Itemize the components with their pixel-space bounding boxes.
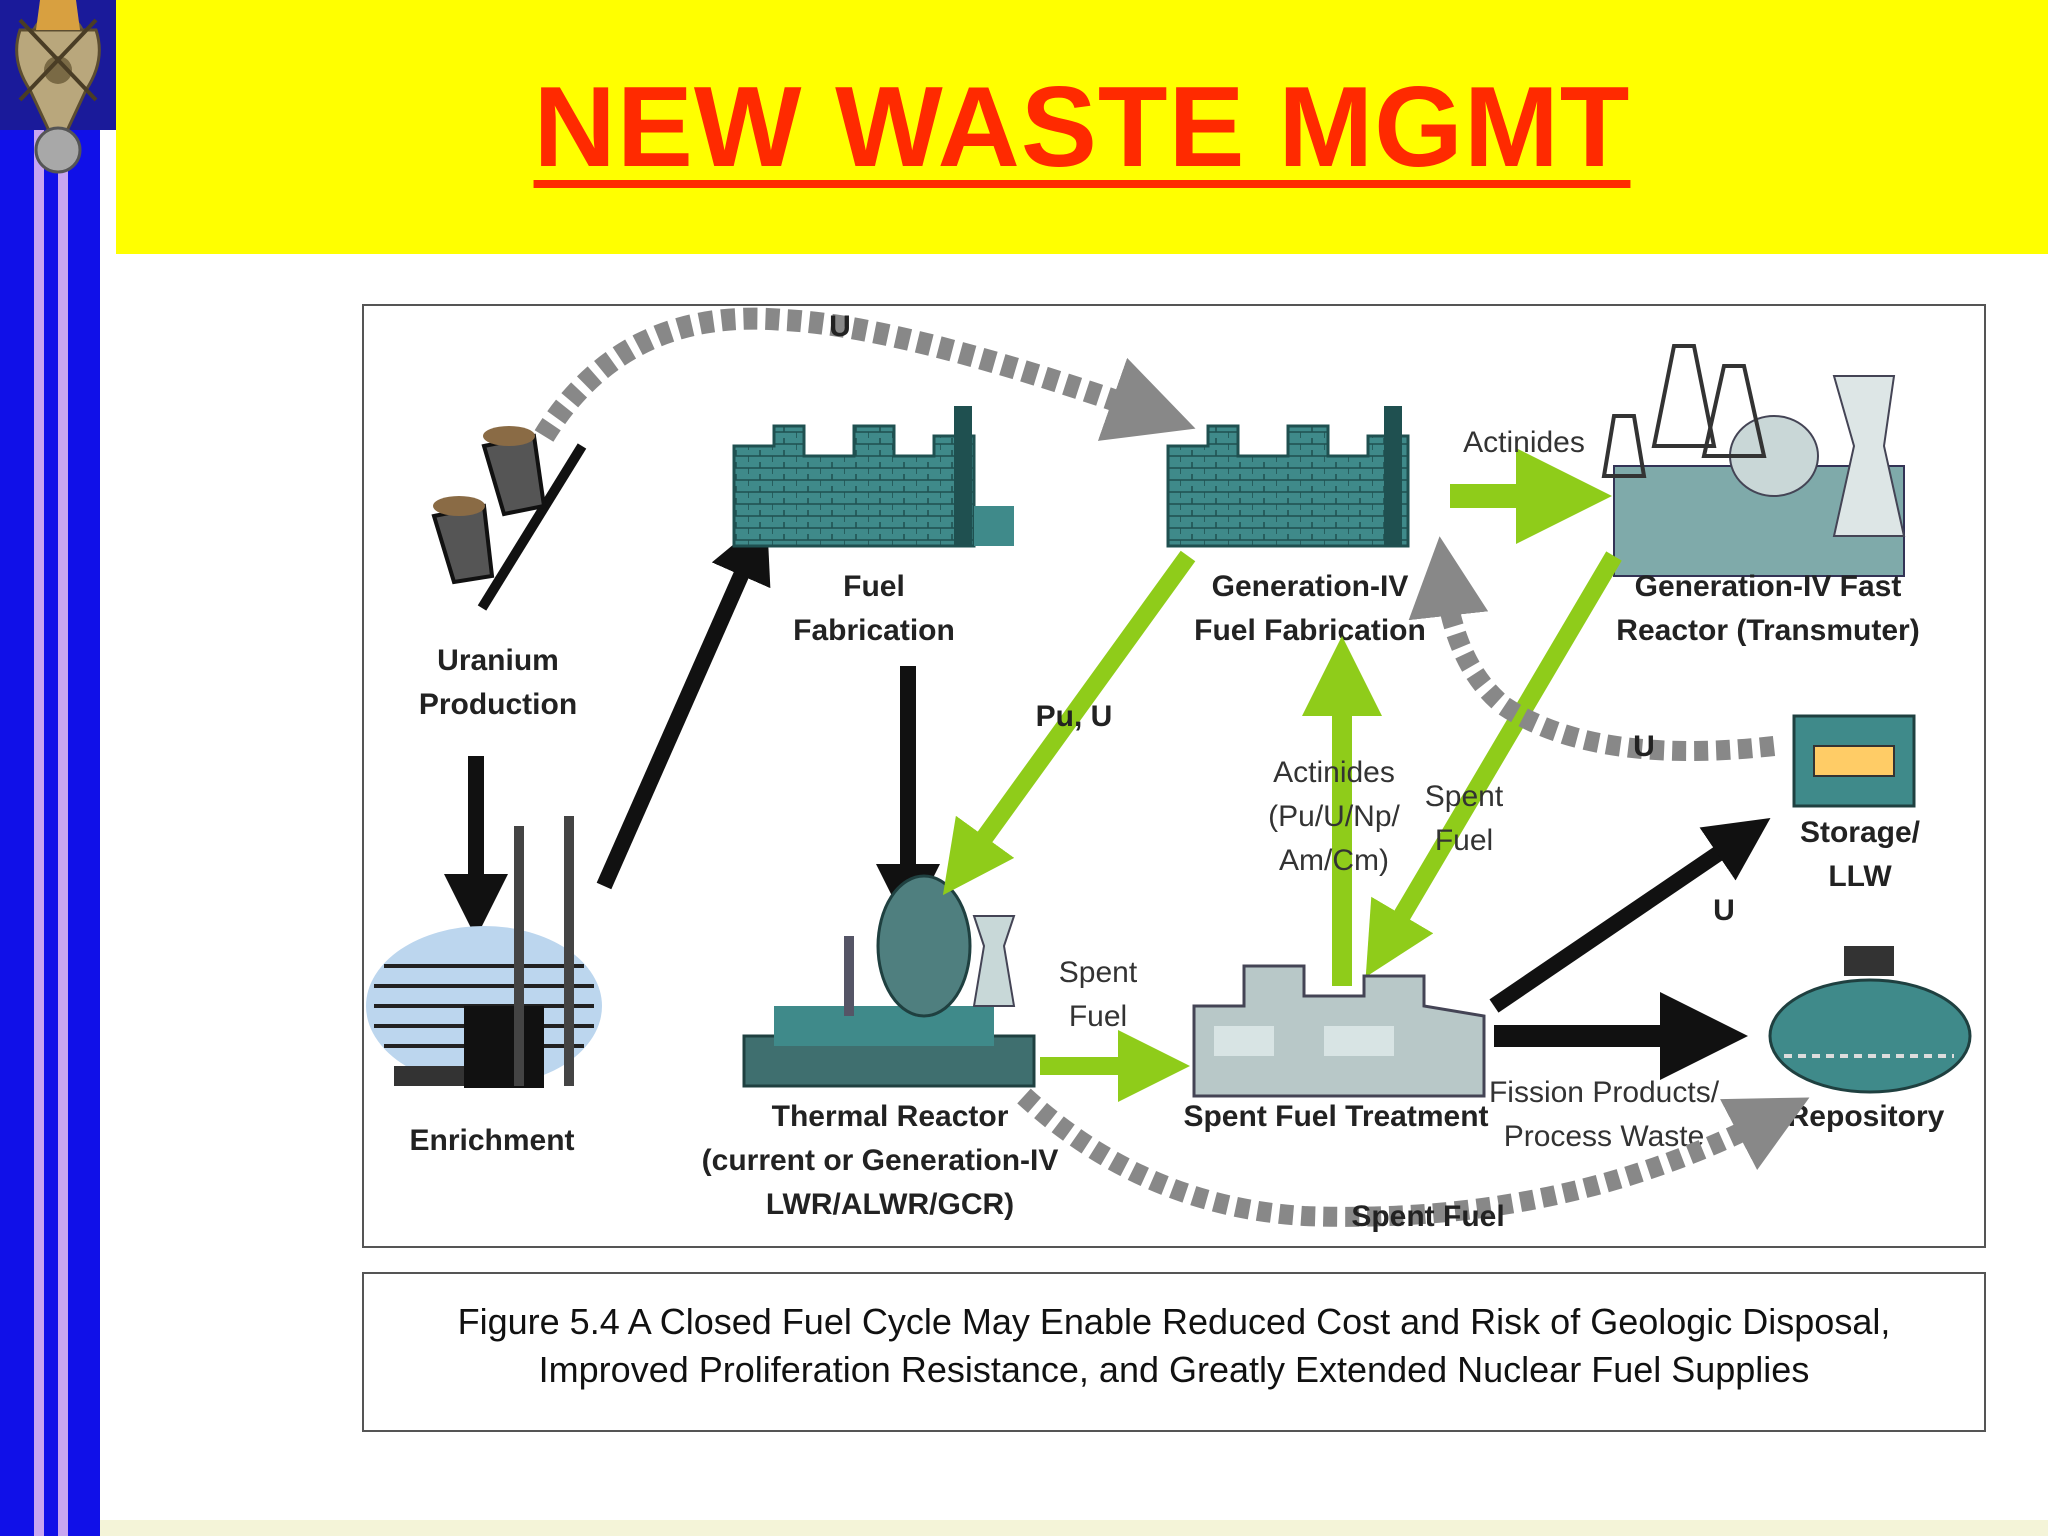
fast-reactor-icon [1601, 344, 1906, 577]
flow-label-spent-thermal-2: Fuel [1069, 1000, 1127, 1033]
flow-label-u-top: U [829, 310, 851, 343]
storage-icon [1792, 714, 1916, 808]
label-fast-line1: Generation-IV Fast [1635, 570, 1902, 603]
u-flow-arrow-top [534, 307, 1196, 442]
label-fuel-line2: Fabrication [793, 614, 955, 647]
thermal-reactor-icon [742, 874, 1036, 1088]
bottom-bar [100, 1520, 2048, 1536]
label-thermal-line1: Thermal Reactor [772, 1100, 1009, 1133]
label-thermal-line2: (current or Generation-IV [702, 1144, 1059, 1177]
crest-logo [0, 0, 116, 174]
enrichment-plant-icon [366, 816, 602, 1088]
flow-label-spent-mid-2: Fuel [1435, 824, 1493, 857]
flow-label-spent-mid-1: Spent [1425, 780, 1504, 813]
flow-label-actinides-mid-2: (Pu/U/Np/ [1268, 800, 1400, 833]
u-flow-arrow-right [1408, 536, 1776, 761]
flow-label-fission-2: Process Waste [1504, 1120, 1705, 1153]
mine-icon [431, 426, 587, 611]
flow-label-u-right: U [1633, 730, 1655, 763]
gen4-fuel-fabrication-building [1166, 406, 1410, 548]
arrow-gen4fab-to-reactor [942, 550, 1196, 896]
label-storage-line2: LLW [1828, 860, 1892, 893]
fuel-fabrication-building [732, 406, 1014, 548]
flow-label-fission-1: Fission Products/ [1489, 1076, 1720, 1109]
left-stripe [34, 0, 44, 1536]
left-side-bar [0, 0, 100, 1536]
flow-label-pu-u: Pu, U [1036, 700, 1113, 733]
title-banner [116, 0, 2048, 254]
spent-fuel-arrow-bottom [1017, 1088, 1810, 1227]
arrow-treatment-to-storage [1489, 818, 1771, 1013]
label-fast-line2: Reactor (Transmuter) [1616, 614, 1919, 647]
spent-fuel-treatment-icon [1192, 964, 1486, 1098]
label-thermal-line3: LWR/ALWR/GCR) [766, 1188, 1014, 1221]
left-stripe [58, 0, 68, 1536]
flow-label-spent-thermal-1: Spent [1059, 956, 1138, 989]
flow-label-actinides-mid-3: Am/Cm) [1279, 844, 1389, 877]
figure-caption: Figure 5.4 A Closed Fuel Cycle May Enabl… [364, 1298, 1984, 1394]
label-uranium-line1: Uranium [437, 644, 559, 677]
flow-label-actinides-top: Actinides [1463, 426, 1585, 459]
label-storage-line1: Storage/ [1800, 816, 1921, 849]
flow-label-u-storage: U [1713, 894, 1735, 927]
flow-label-actinides-mid-1: Actinides [1273, 756, 1395, 789]
label-fuel-line1: Fuel [843, 570, 905, 603]
label-uranium-line2: Production [419, 688, 577, 721]
arrow-fast-reactor-to-treatment [1365, 551, 1622, 978]
caption-box: Figure 5.4 A Closed Fuel Cycle May Enabl… [362, 1272, 1986, 1432]
diagram-frame: U Uranium Production Enrichment Fuel Fab… [362, 304, 1986, 1248]
flow-label-spent-bottom: Spent Fuel [1351, 1200, 1504, 1233]
label-repository: Repository [1788, 1100, 1945, 1133]
label-gen4fab-line2: Fuel Fabrication [1194, 614, 1426, 647]
repository-icon [1768, 946, 1972, 1094]
label-enrichment: Enrichment [409, 1124, 574, 1157]
caption-line-1: Figure 5.4 A Closed Fuel Cycle May Enabl… [457, 1301, 1891, 1342]
arrow-enrichment-to-fuel-fab [596, 516, 771, 890]
fuel-cycle-diagram: U Uranium Production Enrichment Fuel Fab… [366, 307, 1972, 1233]
caption-line-2: Improved Proliferation Resistance, and G… [538, 1349, 1810, 1390]
label-spent-treatment: Spent Fuel Treatment [1183, 1100, 1488, 1133]
label-gen4fab-line1: Generation-IV [1212, 570, 1409, 603]
slide-title: NEW WASTE MGMT [533, 64, 1631, 191]
